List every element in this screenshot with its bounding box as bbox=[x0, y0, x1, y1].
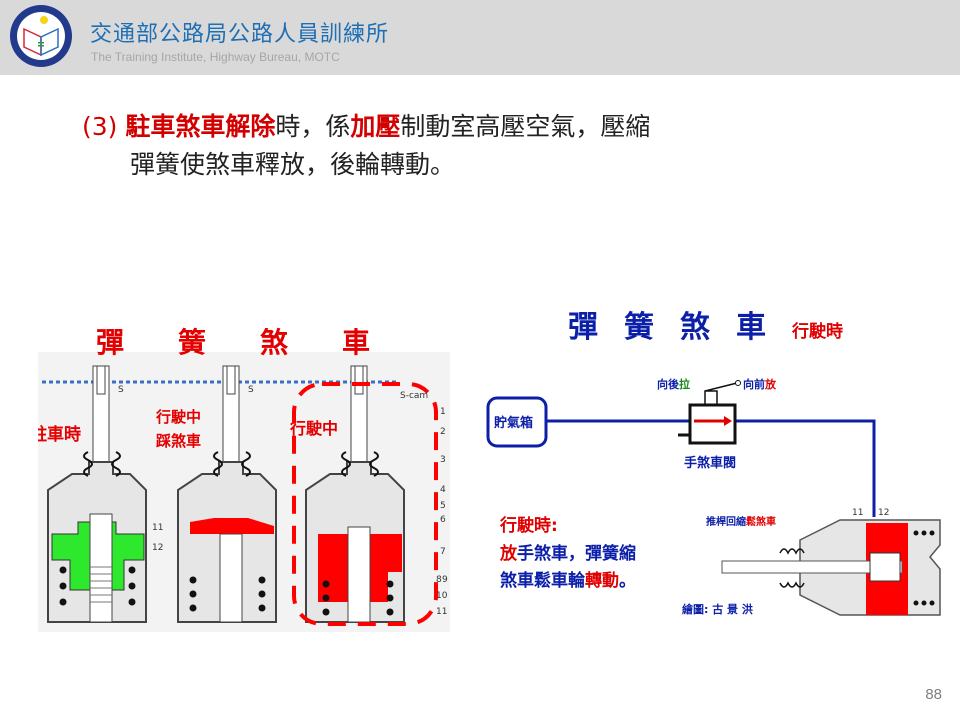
org-name-english: The Training Institute, Highway Bureau, … bbox=[91, 50, 340, 64]
part-number: 6 bbox=[440, 515, 446, 525]
spring-brake-driving-diagram: 彈 簧 煞 車 行駛時 貯氣箱 向後拉 向前放 手煞車閥 行駛時: 放手煞車，彈… bbox=[486, 310, 941, 616]
part-number: 3 bbox=[440, 455, 446, 465]
s-cam-label: S-cam bbox=[400, 391, 428, 401]
chamber-driving: S-cam bbox=[305, 365, 428, 623]
hand-brake-valve-box bbox=[688, 403, 737, 445]
pull-back-text: 向後 bbox=[657, 377, 680, 391]
left-title-char: 車 bbox=[342, 326, 370, 359]
desc-title: 行駛時: bbox=[499, 515, 558, 536]
institute-logo-icon bbox=[10, 5, 72, 67]
s-label: S bbox=[248, 385, 254, 395]
part-number: 1 bbox=[440, 407, 446, 417]
part-number-list: 1 2 3 4 5 6 7 8 9 10 11 bbox=[436, 407, 448, 617]
port-12-label: 12 bbox=[152, 543, 163, 553]
bullet-point-3: (3) 駐車煞車解除時，係加壓制動室高壓空氣，壓縮 彈簧使煞車釋放，後輪轉動。 bbox=[82, 108, 650, 184]
air-tank-label: 貯氣箱 bbox=[494, 415, 533, 431]
desc-line-1: 放手煞車，彈簧縮 bbox=[499, 543, 636, 564]
port-11-label: 11 bbox=[152, 523, 163, 533]
part-number: 5 bbox=[440, 501, 446, 511]
rod-retract-label: 推桿回縮鬆煞車 bbox=[706, 515, 776, 528]
state-driving-label: 行駛中 bbox=[289, 419, 338, 438]
desc-emphasis: 轉動 bbox=[585, 570, 619, 591]
page-number: 88 bbox=[925, 686, 942, 703]
right-title-char: 煞 bbox=[680, 310, 710, 345]
right-title-char: 簧 bbox=[624, 310, 654, 345]
push-forward-label: 向前放 bbox=[743, 377, 777, 391]
right-title-suffix: 行駛時 bbox=[791, 321, 843, 342]
right-title-char: 車 bbox=[736, 310, 766, 345]
chamber-driving-braking: S bbox=[177, 365, 277, 623]
push-forward-text: 向前 bbox=[743, 377, 765, 391]
desc-text: 。 bbox=[619, 571, 636, 591]
push-forward-emphasis: 放 bbox=[764, 377, 777, 391]
desc-line-2: 煞車鬆車輪轉動。 bbox=[500, 570, 636, 591]
pull-back-emphasis: 拉 bbox=[679, 377, 690, 391]
state-driving-braking-line2: 踩煞車 bbox=[156, 432, 201, 450]
pull-back-label: 向後拉 bbox=[657, 377, 690, 391]
lever-knob-icon bbox=[735, 380, 741, 386]
drawing-credit: 繪圖: 古 景 洪 bbox=[682, 602, 753, 616]
part-number: 2 bbox=[440, 427, 446, 437]
left-title-char: 簧 bbox=[178, 326, 206, 359]
part-number: 9 bbox=[442, 575, 448, 585]
part-number: 4 bbox=[440, 485, 446, 495]
part-number: 8 bbox=[436, 575, 442, 585]
part-number: 7 bbox=[440, 547, 446, 557]
s-label: S bbox=[118, 385, 124, 395]
highlight-parking-release: 駐車煞車解除 bbox=[125, 112, 276, 141]
part-number: 11 bbox=[436, 607, 447, 617]
hand-brake-valve-label: 手煞車閥 bbox=[684, 455, 736, 471]
state-parked-label: 駐車時 bbox=[38, 424, 81, 445]
port-12-label: 12 bbox=[878, 508, 889, 518]
text-segment: 制動室高壓空氣，壓縮 bbox=[400, 112, 651, 141]
part-number: 10 bbox=[436, 591, 448, 601]
highlight-pressurize: 加壓 bbox=[350, 112, 401, 141]
right-title-char: 彈 bbox=[568, 310, 598, 345]
bullet-number: (3) bbox=[82, 112, 126, 141]
header-banner: 交通部公路局公路人員訓練所 The Training Institute, Hi… bbox=[0, 0, 960, 75]
left-title-char: 煞 bbox=[260, 326, 288, 359]
desc-emphasis: 放 bbox=[499, 543, 518, 564]
valve-lever bbox=[704, 382, 738, 405]
spring-brake-cross-section-figure: 彈 簧 煞 車 11 12 S 駐車時 S 行駛中 踩煞車 bbox=[38, 326, 450, 632]
port-11-label: 11 bbox=[852, 508, 863, 518]
left-title-char: 彈 bbox=[96, 326, 124, 359]
flow-arrow-icon bbox=[724, 416, 732, 426]
chamber-parked: 11 12 S bbox=[47, 365, 163, 623]
bullet-line-2: 彈簧使煞車釋放，後輪轉動。 bbox=[130, 150, 456, 179]
horizontal-brake-chamber bbox=[721, 519, 941, 616]
text-segment: 時，係 bbox=[275, 112, 351, 141]
highlight-dashed-frame bbox=[292, 382, 438, 626]
desc-text: 煞車鬆車輪 bbox=[500, 570, 586, 591]
rod-label-text: 推桿回縮 bbox=[706, 515, 746, 528]
rod-label-emphasis: 鬆煞車 bbox=[746, 515, 776, 528]
org-name: 交通部公路局公路人員訓練所 bbox=[90, 22, 390, 47]
state-driving-braking-line1: 行駛中 bbox=[155, 408, 201, 426]
desc-text: 手煞車，彈簧縮 bbox=[517, 543, 636, 564]
air-line bbox=[735, 419, 876, 517]
